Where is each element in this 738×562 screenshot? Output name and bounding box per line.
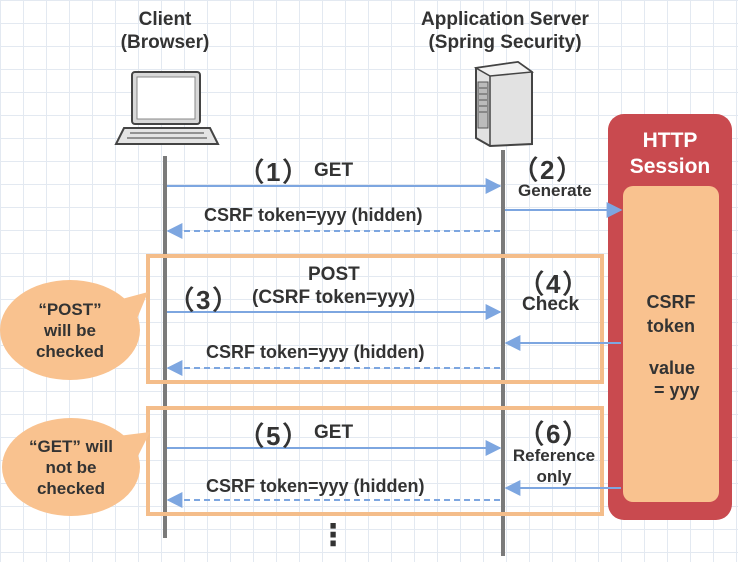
client-lifeline [163, 156, 167, 538]
client-subtitle-text: (Browser) [120, 32, 210, 53]
step-2-label: Generate [518, 181, 592, 200]
continuation-ellipsis: ⋮ [318, 519, 348, 552]
server-lifeline [501, 150, 505, 556]
get-bubble-line-2: not be [45, 457, 97, 477]
get-bubble-line-3: checked [36, 478, 106, 498]
get-not-checked-bubble: “GET” will not be checked [2, 418, 140, 516]
step-3-number: （3） [168, 285, 241, 315]
server-icon [473, 60, 535, 148]
laptop-icon [114, 71, 220, 145]
step-5-label: GET [314, 422, 354, 443]
post-checked-bubble: “POST” will be checked [0, 280, 140, 380]
step-1-label: GET [314, 160, 354, 181]
session-value-label: value [649, 358, 696, 378]
response-1-label: CSRF token=yyy (hidden) [204, 205, 423, 225]
step-4-label: Check [522, 294, 580, 315]
server-subtitle-text: (Spring Security) [428, 32, 582, 53]
client-title: Client (Browser) [100, 8, 230, 54]
step-2-number: （2） [512, 155, 585, 185]
step-6-label-2: only [536, 467, 572, 486]
step-4-number: （4） [518, 269, 591, 299]
session-title: HTTP Session [608, 128, 732, 180]
session-store [623, 186, 719, 502]
server-title-text: Application Server [421, 9, 589, 30]
response-3-label: CSRF token=yyy (hidden) [206, 476, 425, 496]
step-3-label-token: (CSRF token=yyy) [252, 287, 416, 308]
step-1-number: （1） [238, 157, 311, 187]
response-2-label: CSRF token=yyy (hidden) [206, 342, 425, 362]
client-title-text: Client [138, 9, 192, 30]
session-title-text: HTTP [642, 129, 698, 152]
server-title: Application Server (Spring Security) [400, 8, 610, 54]
session-token-label: CSRF token [623, 290, 719, 338]
step-6-label-1: Reference [512, 446, 596, 465]
session-token-label-1: CSRF [646, 292, 696, 312]
session-value-eq: = yyy [654, 380, 700, 400]
step-3-label-post: POST [308, 264, 360, 285]
step-6-label: Reference only [506, 445, 602, 487]
post-check-frame [146, 254, 604, 384]
step-5-number: （5） [238, 421, 311, 451]
get-bubble-line-1: “GET” will [28, 436, 114, 456]
step-6-number: （6） [518, 419, 591, 449]
post-bubble-line-2: will be [44, 320, 96, 340]
session-token-label-2: token [646, 316, 695, 336]
get-reference-frame [146, 406, 604, 516]
session-subtitle-text: Session [629, 155, 711, 178]
post-bubble-line-1: “POST” [38, 299, 102, 319]
post-bubble-line-3: checked [35, 341, 105, 361]
